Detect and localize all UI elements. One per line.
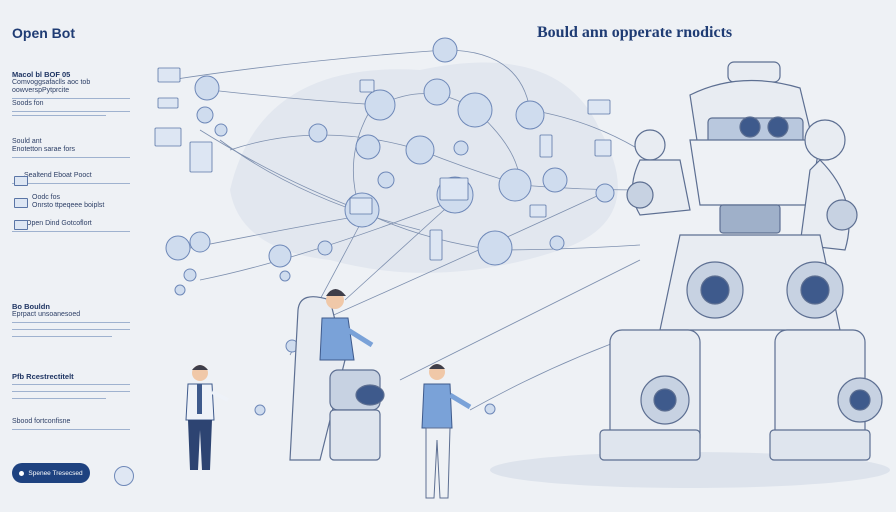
intro-title: Macol bl BOF 05	[12, 70, 71, 79]
section-title: Soods fon	[12, 100, 44, 107]
divider	[12, 231, 130, 232]
section-title: Bo Bouldn	[12, 302, 50, 311]
person-left	[185, 365, 229, 470]
sidebar-section: Bo Bouldn Eprpact unsoanesoed	[12, 302, 130, 337]
section-line: Enotetton sarae fors	[12, 146, 76, 153]
divider	[12, 157, 130, 158]
device-icon	[14, 220, 28, 230]
person-seated	[319, 289, 374, 361]
divider	[12, 183, 130, 184]
device-icon	[14, 198, 28, 208]
intro-line-2: oowverspPytprcite	[12, 87, 70, 94]
divider	[12, 429, 130, 430]
divider	[12, 98, 130, 99]
section-title: Sealtend Eboat Pooct	[24, 172, 92, 179]
divider	[12, 111, 130, 112]
device-icon	[14, 176, 28, 186]
brand-logo[interactable]: Open Bot	[12, 25, 75, 41]
cta-button[interactable]: Spenee Tresecsed	[12, 463, 90, 483]
device-icons	[154, 67, 612, 261]
sidebar-intro: Macol bl BOF 05 Comvoggsafaclls aoc tob …	[12, 70, 130, 99]
divider	[12, 384, 130, 385]
divider	[12, 391, 130, 392]
person-center	[421, 364, 472, 499]
floor-shadow	[490, 452, 890, 488]
robot-head-icon[interactable]	[114, 466, 134, 486]
sidebar-section: Soods fon	[12, 100, 130, 116]
divider	[12, 398, 107, 399]
sidebar-section: Sould ant Enotetton sarae fors	[12, 138, 130, 158]
section-title: Open Dind Gotcoflort	[26, 220, 92, 227]
section-title: Pfb Rcestrectitelt	[12, 372, 74, 381]
divider	[12, 336, 113, 337]
sidebar-section: Sbood fortconfisne	[12, 418, 130, 430]
section-title: Sbood fortconfisne	[12, 418, 71, 425]
section-title: Oodc fos	[32, 194, 61, 201]
cta-label: Spenee Tresecsed	[28, 469, 83, 477]
intro-line: Comvoggsafaclls aoc tob	[12, 79, 91, 86]
sidebar-section[interactable]: Open Dind Gotcoflort	[12, 220, 130, 232]
divider	[12, 322, 130, 323]
page-headline: Bould ann opperate rnodicts	[537, 24, 733, 41]
section-line: Eprpact unsoanesoed	[12, 311, 81, 318]
section-title: Sould ant	[12, 138, 42, 145]
large-robot	[599, 61, 883, 461]
divider	[12, 115, 107, 116]
divider	[12, 329, 130, 330]
dot-icon	[19, 470, 25, 476]
sidebar-section[interactable]: Sealtend Eboat Pooct	[12, 172, 130, 184]
sidebar-section: Pfb Rcestrectitelt	[12, 372, 130, 399]
sidebar-section[interactable]: Oodc fos Onrsto ttpeqeee boiplst	[12, 194, 130, 210]
section-line: Onrsto ttpeqeee boiplst	[32, 202, 105, 209]
